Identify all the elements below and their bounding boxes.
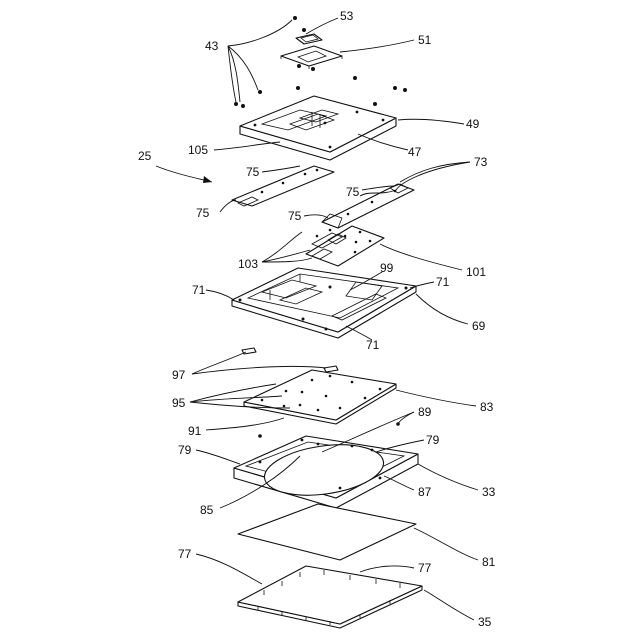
label-95: 95 — [172, 396, 186, 410]
part-101-circuit-board — [306, 226, 384, 266]
part-49-top-cover — [240, 96, 396, 160]
part-73-bracket-right — [322, 184, 414, 228]
label-71-a: 71 — [192, 283, 206, 297]
label-103: 103 — [238, 257, 258, 271]
part-33-frame — [234, 436, 418, 508]
label-79-a: 79 — [426, 433, 440, 447]
label-105: 105 — [188, 143, 208, 157]
label-99: 99 — [380, 261, 394, 275]
label-75-a: 75 — [246, 165, 260, 179]
part-51-plate — [281, 46, 342, 69]
label-25: 25 — [138, 149, 152, 163]
label-77-b: 77 — [418, 561, 432, 575]
label-101: 101 — [466, 265, 486, 279]
label-75-b: 75 — [346, 185, 360, 199]
label-71-b: 71 — [436, 275, 450, 289]
label-77-a: 77 — [178, 547, 192, 561]
label-33: 33 — [482, 485, 496, 499]
part-89-screws — [258, 422, 400, 438]
label-81: 81 — [482, 555, 496, 569]
label-49: 49 — [466, 117, 480, 131]
part-53-chip — [296, 34, 322, 44]
label-69: 69 — [472, 319, 486, 333]
label-73: 73 — [474, 155, 488, 169]
label-91: 91 — [188, 424, 202, 438]
label-47: 47 — [408, 145, 422, 159]
label-51: 51 — [418, 33, 432, 47]
part-35-bottom-plate — [238, 566, 422, 628]
part-97-clips — [242, 348, 338, 372]
label-85: 85 — [200, 503, 214, 517]
label-35: 35 — [478, 615, 492, 629]
label-79-b: 79 — [178, 443, 192, 457]
part-81-sheet — [238, 504, 416, 560]
label-97: 97 — [172, 368, 186, 382]
label-75-d: 75 — [288, 209, 302, 223]
label-83: 83 — [480, 400, 494, 414]
label-43: 43 — [205, 39, 219, 53]
label-89: 89 — [418, 405, 432, 419]
label-71-c: 71 — [366, 338, 380, 352]
part-69-housing-tray — [232, 268, 416, 338]
label-87: 87 — [418, 485, 432, 499]
label-75-c: 75 — [196, 206, 210, 220]
label-53: 53 — [340, 9, 354, 23]
